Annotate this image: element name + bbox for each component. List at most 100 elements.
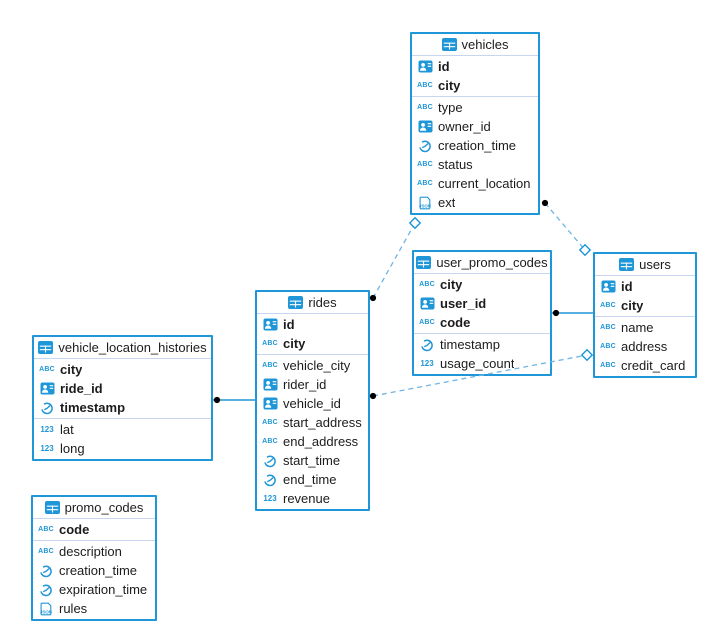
column-name: creation_time	[438, 138, 517, 153]
column-name: type	[438, 100, 463, 115]
column-id: id	[412, 57, 538, 76]
column-name: current_location	[438, 176, 531, 191]
column-name: city	[621, 298, 644, 313]
table-header[interactable]: vehicle_location_histories	[34, 337, 211, 359]
table-header[interactable]: users	[595, 254, 695, 276]
table-header[interactable]: user_promo_codes	[414, 252, 550, 274]
uuid-icon	[418, 297, 436, 310]
text-icon: ABC	[38, 526, 54, 533]
column-credit_card: ABC credit_card	[595, 356, 695, 375]
column-name: id	[438, 59, 450, 74]
table-name: users	[639, 257, 671, 272]
uuid-icon	[261, 397, 279, 410]
text-icon: ABC	[417, 82, 433, 89]
column-timestamp: timestamp	[414, 335, 550, 354]
json-icon: JSON	[416, 196, 434, 210]
column-name: owner_id	[438, 119, 491, 134]
uuid-icon	[261, 318, 279, 331]
time-icon	[37, 564, 55, 578]
column-vehicle_id: vehicle_id	[257, 394, 368, 413]
column-current_location: ABC current_location	[412, 174, 538, 193]
column-name: usage_count	[440, 356, 515, 371]
time-icon	[418, 338, 436, 352]
table-name: vehicle_location_histories	[58, 340, 207, 355]
text-icon: ABC	[419, 281, 435, 288]
json-icon: JSON	[37, 602, 55, 616]
column-id: id	[595, 277, 695, 296]
text-icon: ABC	[262, 362, 278, 369]
svg-text:JSON: JSON	[40, 609, 52, 614]
column-name: end_time	[283, 472, 337, 487]
column-name: end_address	[283, 434, 359, 449]
text-icon: ABC	[262, 438, 278, 445]
uuid-icon	[416, 120, 434, 133]
text-icon: ABC	[417, 180, 433, 187]
column-name: rider_id	[283, 377, 327, 392]
text-icon: ABC	[600, 302, 616, 309]
table-name: user_promo_codes	[436, 255, 548, 270]
table-icon	[619, 258, 635, 271]
column-name: city	[438, 78, 461, 93]
column-name: rules	[59, 601, 88, 616]
text-icon: ABC	[600, 362, 616, 369]
text-icon: ABC	[38, 548, 54, 555]
table-header[interactable]: rides	[257, 292, 368, 314]
column-name: status	[438, 157, 473, 172]
column-name: long	[60, 441, 85, 456]
table-icon	[416, 256, 432, 269]
column-status: ABC status	[412, 155, 538, 174]
column-rider_id: rider_id	[257, 375, 368, 394]
column-name: revenue	[283, 491, 330, 506]
number-icon: 123	[263, 493, 277, 503]
number-icon: 123	[40, 443, 54, 453]
column-user_id: user_id	[414, 294, 550, 313]
column-name: name	[621, 320, 654, 335]
text-icon: ABC	[417, 161, 433, 168]
column-name: id	[621, 279, 633, 294]
column-name: start_address	[283, 415, 362, 430]
table-icon	[44, 501, 60, 514]
text-icon: ABC	[600, 343, 616, 350]
column-timestamp: timestamp	[34, 398, 211, 417]
time-icon	[37, 583, 55, 597]
text-icon: ABC	[419, 319, 435, 326]
column-start_time: start_time	[257, 451, 368, 470]
column-code: ABC code	[414, 313, 550, 332]
table-name: rides	[308, 295, 337, 310]
column-city: ABC city	[412, 76, 538, 95]
column-name: code	[440, 315, 471, 330]
text-icon: ABC	[417, 104, 433, 111]
time-icon	[261, 473, 279, 487]
table-header[interactable]: vehicles	[412, 34, 538, 56]
column-name: credit_card	[621, 358, 686, 373]
column-type: ABC type	[412, 98, 538, 117]
column-name: vehicle_id	[283, 396, 341, 411]
table-header[interactable]: promo_codes	[33, 497, 155, 519]
